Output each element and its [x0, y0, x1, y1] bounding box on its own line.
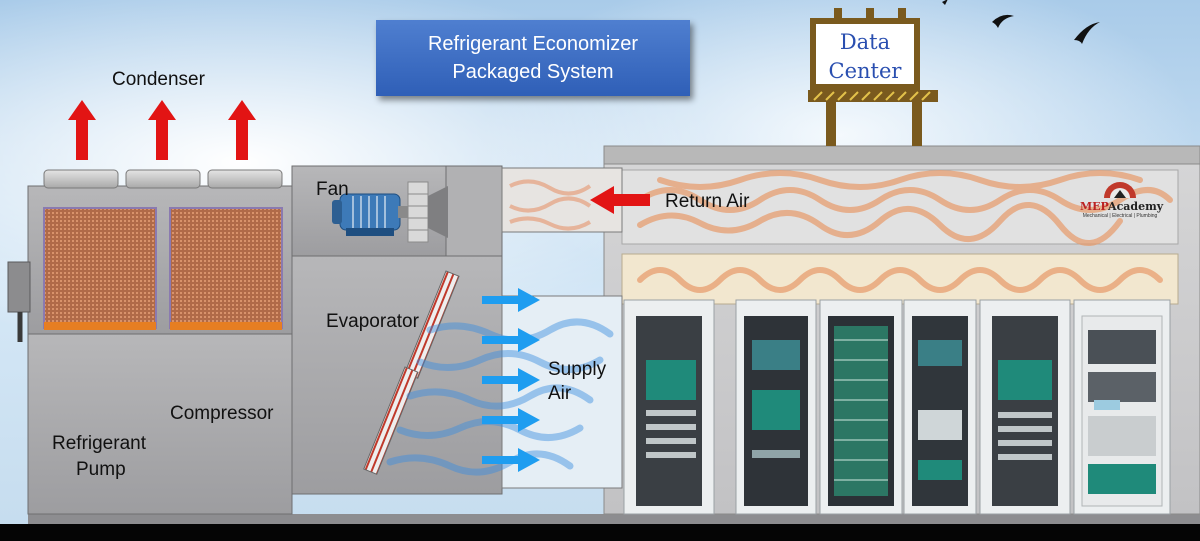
- title-line-2: Packaged System: [452, 61, 614, 83]
- evaporator-section: [291, 255, 503, 495]
- control-box: [7, 261, 31, 313]
- compressor-section: [27, 333, 293, 515]
- refrigerant-pump-label-1: Refrigerant: [52, 433, 146, 454]
- mep-academy-logo-mark: [1104, 182, 1136, 198]
- diagram-title: Refrigerant Economizer Packaged System: [376, 20, 690, 96]
- data-center-sign: Data Center: [810, 18, 920, 90]
- logo-brand-dark: Academy: [1108, 200, 1164, 213]
- supply-air-label-2: Air: [548, 383, 572, 404]
- mep-academy-logo: MEPAcademy Mechanical | Electrical | Plu…: [1080, 174, 1164, 219]
- condenser-fan-hoods: [43, 169, 283, 189]
- coil-base: [44, 322, 156, 330]
- server-racks: [623, 299, 1171, 515]
- bird-icon: [942, 0, 1100, 44]
- return-air-label: Return Air: [665, 191, 750, 212]
- server-rack: [819, 299, 903, 515]
- coil-base: [170, 322, 282, 330]
- return-air-arrow: [590, 186, 650, 214]
- building-roof: [603, 145, 1200, 165]
- fan-duct: [445, 165, 503, 257]
- server-rack: [1073, 299, 1171, 515]
- evaporator-coil: [363, 270, 460, 475]
- server-rack: [623, 299, 715, 515]
- sign-post: [826, 90, 836, 146]
- supply-air-arrows: [482, 288, 540, 472]
- heat-rejection-arrows: [68, 100, 256, 160]
- ground-slab: [28, 514, 1200, 526]
- server-rack: [903, 299, 977, 515]
- sign-post: [912, 90, 922, 146]
- fan-label: Fan: [316, 179, 349, 200]
- condenser-label: Condenser: [112, 69, 205, 90]
- supply-air-label-1: Supply: [548, 359, 607, 380]
- evaporator-label: Evaporator: [326, 311, 419, 332]
- supply-plenum: [621, 253, 1179, 305]
- logo-brand-red: MEP: [1080, 200, 1109, 213]
- condenser-coil: [43, 207, 157, 329]
- sign-lamps: [834, 8, 906, 20]
- sign-railing: [808, 90, 938, 102]
- compressor-label: Compressor: [170, 403, 274, 424]
- return-air-flow: [509, 179, 592, 231]
- logo-tagline: Mechanical | Electrical | Plumbing: [1082, 213, 1158, 219]
- fan-motor-icon: [332, 193, 408, 236]
- server-rack: [735, 299, 817, 515]
- ground-shadow: [0, 524, 1200, 541]
- sign-line-2: Center: [828, 59, 902, 83]
- server-rack: [979, 299, 1071, 515]
- sign-railing-pattern: [813, 91, 931, 101]
- sign-line-1: Data: [839, 30, 891, 54]
- condenser-coil: [169, 207, 283, 329]
- refrigerant-pump-label-2: Pump: [76, 459, 126, 480]
- fan-blower-icon: [407, 181, 448, 243]
- title-line-1: Refrigerant Economizer: [427, 33, 639, 55]
